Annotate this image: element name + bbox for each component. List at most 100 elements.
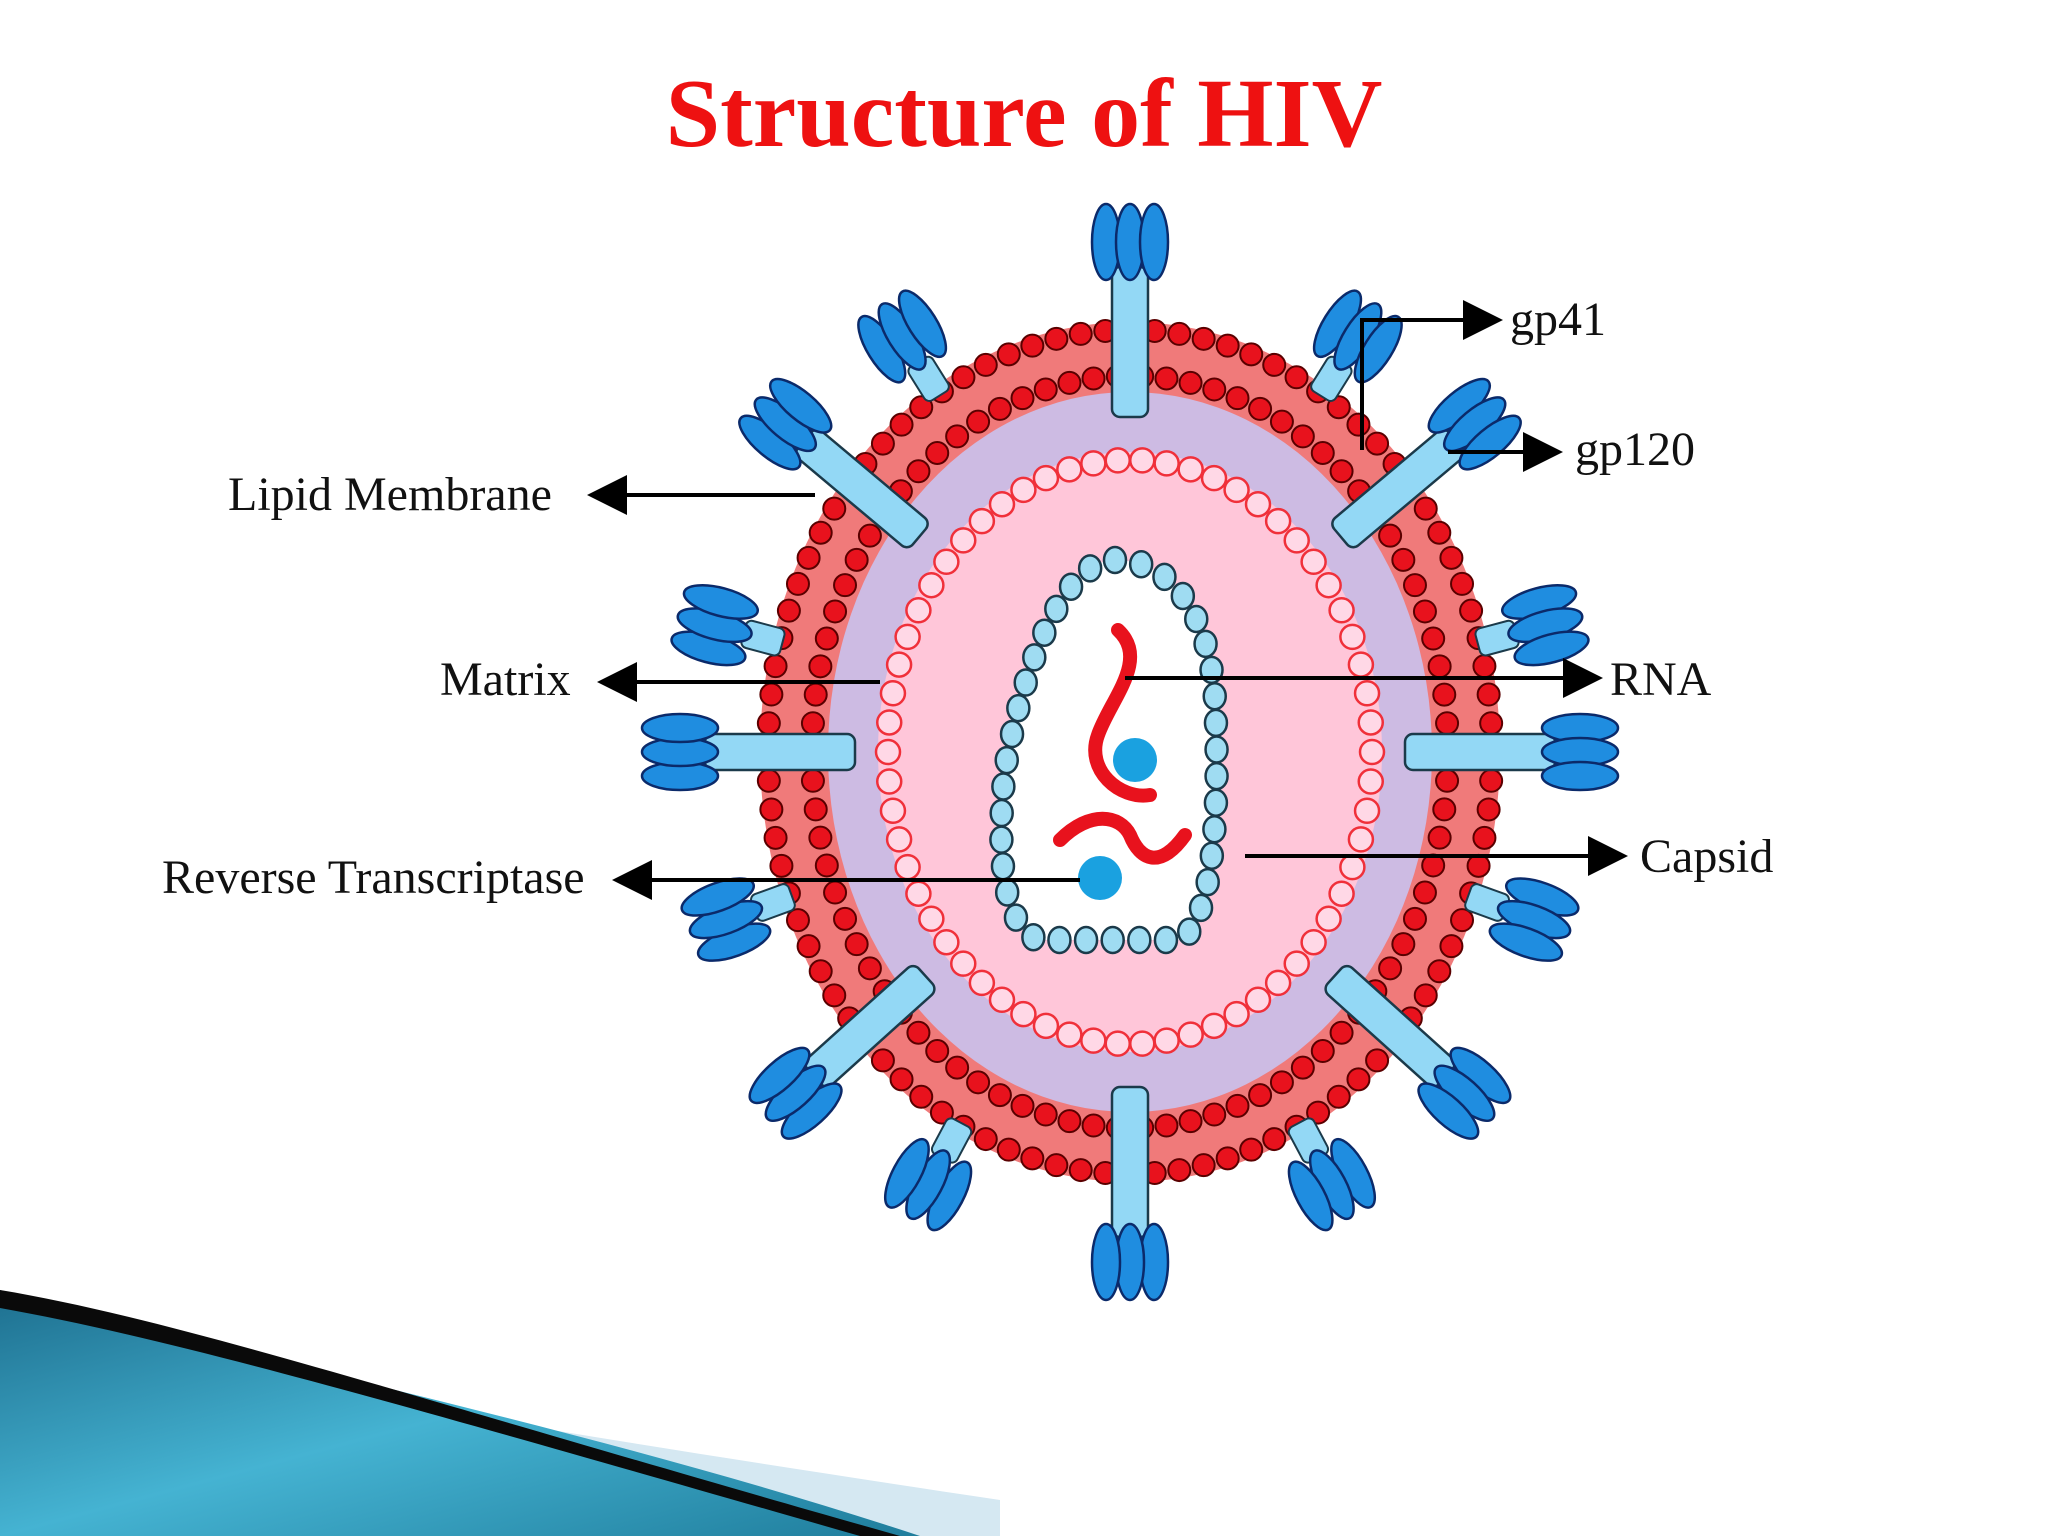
lipid-bead bbox=[1262, 352, 1287, 377]
matrix-bead bbox=[1357, 709, 1385, 736]
matrix-bead bbox=[933, 548, 960, 576]
lipid-bead bbox=[1202, 1102, 1227, 1127]
rna-strand-lower bbox=[1053, 811, 1192, 865]
lipid-bead bbox=[1178, 1109, 1203, 1134]
lipid-bead bbox=[1427, 520, 1452, 545]
lipid-bead bbox=[1044, 326, 1069, 351]
lipid-bead bbox=[909, 1084, 934, 1109]
lipid-bead bbox=[1068, 321, 1093, 346]
label-gp120: gp120 bbox=[1575, 423, 1695, 476]
lipid-bead bbox=[1421, 626, 1446, 651]
lipid-bead bbox=[1081, 366, 1106, 391]
lipid-bead bbox=[785, 571, 810, 596]
matrix-bead bbox=[988, 986, 1016, 1014]
capsid-bead bbox=[1022, 643, 1047, 672]
matrix-bead bbox=[874, 738, 902, 766]
matrix-bead bbox=[894, 623, 921, 651]
lipid-bead bbox=[844, 547, 869, 572]
matrix-bead bbox=[988, 490, 1016, 518]
lipid-bead bbox=[1269, 409, 1294, 434]
matrix-bead bbox=[968, 507, 996, 535]
lipid-bead bbox=[987, 396, 1012, 421]
envelope-spike bbox=[1324, 964, 1512, 1140]
gp120-knob bbox=[682, 584, 759, 620]
lipid-bead bbox=[844, 932, 869, 957]
matrix-bead bbox=[879, 797, 907, 825]
gp120-knob bbox=[1513, 630, 1590, 667]
lipid-bead bbox=[1450, 908, 1475, 933]
label-matrix: Matrix bbox=[440, 653, 571, 706]
lipid-bead bbox=[814, 853, 839, 878]
lipid-bead bbox=[1020, 333, 1045, 358]
lipid-bead bbox=[996, 342, 1021, 367]
capsid-bead bbox=[1044, 594, 1069, 624]
reverse-transcriptase-dot bbox=[1113, 738, 1157, 782]
matrix-bead bbox=[1328, 597, 1355, 624]
lipid-bead bbox=[1191, 1153, 1216, 1178]
lipid-bead bbox=[951, 365, 976, 390]
lipid-bead bbox=[973, 1127, 998, 1152]
lipid-bead bbox=[1310, 1039, 1335, 1064]
envelope-spike bbox=[857, 289, 950, 402]
capsid-bead bbox=[1003, 903, 1029, 932]
matrix-bead bbox=[1283, 950, 1310, 977]
matrix-bead bbox=[1080, 1027, 1107, 1054]
lipid-bead bbox=[1154, 1113, 1179, 1138]
lipid-bead bbox=[889, 412, 914, 437]
capsid-bead bbox=[1177, 917, 1202, 946]
envelope-spike bbox=[738, 377, 929, 549]
matrix-bead bbox=[1244, 986, 1272, 1014]
matrix-bead bbox=[1177, 456, 1204, 483]
capsid-bead bbox=[1047, 925, 1072, 955]
capsid-bead-ring bbox=[989, 545, 1229, 955]
lipid-bead bbox=[1472, 825, 1497, 850]
lipid-bead bbox=[857, 523, 882, 548]
lipid-bead bbox=[1427, 825, 1452, 850]
matrix-bead bbox=[885, 651, 913, 678]
lipid-bead bbox=[1412, 599, 1437, 624]
lipid-bead bbox=[776, 598, 801, 623]
matrix-bead bbox=[968, 969, 996, 997]
capsid-bead bbox=[1188, 893, 1214, 923]
lipid-bead bbox=[1068, 1158, 1093, 1183]
lipid-bead bbox=[987, 1083, 1012, 1108]
lipid-bead bbox=[1439, 545, 1464, 570]
lipid-bead bbox=[763, 825, 788, 850]
lipid-bead bbox=[945, 424, 970, 449]
lipid-bead bbox=[1167, 321, 1192, 346]
lipid-bead bbox=[1033, 1102, 1058, 1127]
lipid-bead bbox=[1225, 1093, 1250, 1118]
matrix-bead-ring bbox=[874, 447, 1386, 1057]
rna-strand-upper bbox=[1088, 623, 1157, 803]
capsid-bead bbox=[1100, 925, 1125, 955]
capsid-bead bbox=[1195, 867, 1220, 897]
capsid-bead bbox=[1013, 668, 1038, 697]
lipid-bead bbox=[814, 626, 839, 651]
matrix-bead bbox=[905, 597, 932, 624]
lipid-bead bbox=[1326, 1084, 1351, 1109]
lipid-bead bbox=[1225, 386, 1250, 411]
lipid-bead bbox=[1378, 956, 1403, 981]
matrix-bead bbox=[1056, 1021, 1083, 1048]
lipid-bead bbox=[1178, 370, 1203, 395]
matrix-bead bbox=[1010, 476, 1037, 504]
lipid-bead bbox=[803, 797, 828, 822]
lipid-bead bbox=[1248, 396, 1273, 421]
lipid-bead bbox=[1459, 598, 1484, 623]
lipid-bead bbox=[1439, 934, 1464, 959]
lipid-bead bbox=[1476, 797, 1501, 822]
matrix-bead bbox=[1223, 1000, 1250, 1028]
matrix-bead bbox=[1328, 880, 1355, 907]
lipid-bead bbox=[1290, 424, 1315, 449]
matrix-bead bbox=[1244, 490, 1272, 518]
lipid-bead bbox=[1167, 1158, 1192, 1183]
matrix-bead bbox=[885, 826, 913, 853]
lipid-bead bbox=[1346, 1067, 1371, 1092]
capsid-bead bbox=[1153, 925, 1179, 955]
lipid-bead bbox=[906, 1020, 931, 1045]
lipid-bead bbox=[1215, 333, 1240, 358]
matrix-bead bbox=[1357, 768, 1385, 795]
gp120-knob bbox=[1090, 1222, 1122, 1302]
matrix-bead bbox=[1315, 905, 1342, 933]
